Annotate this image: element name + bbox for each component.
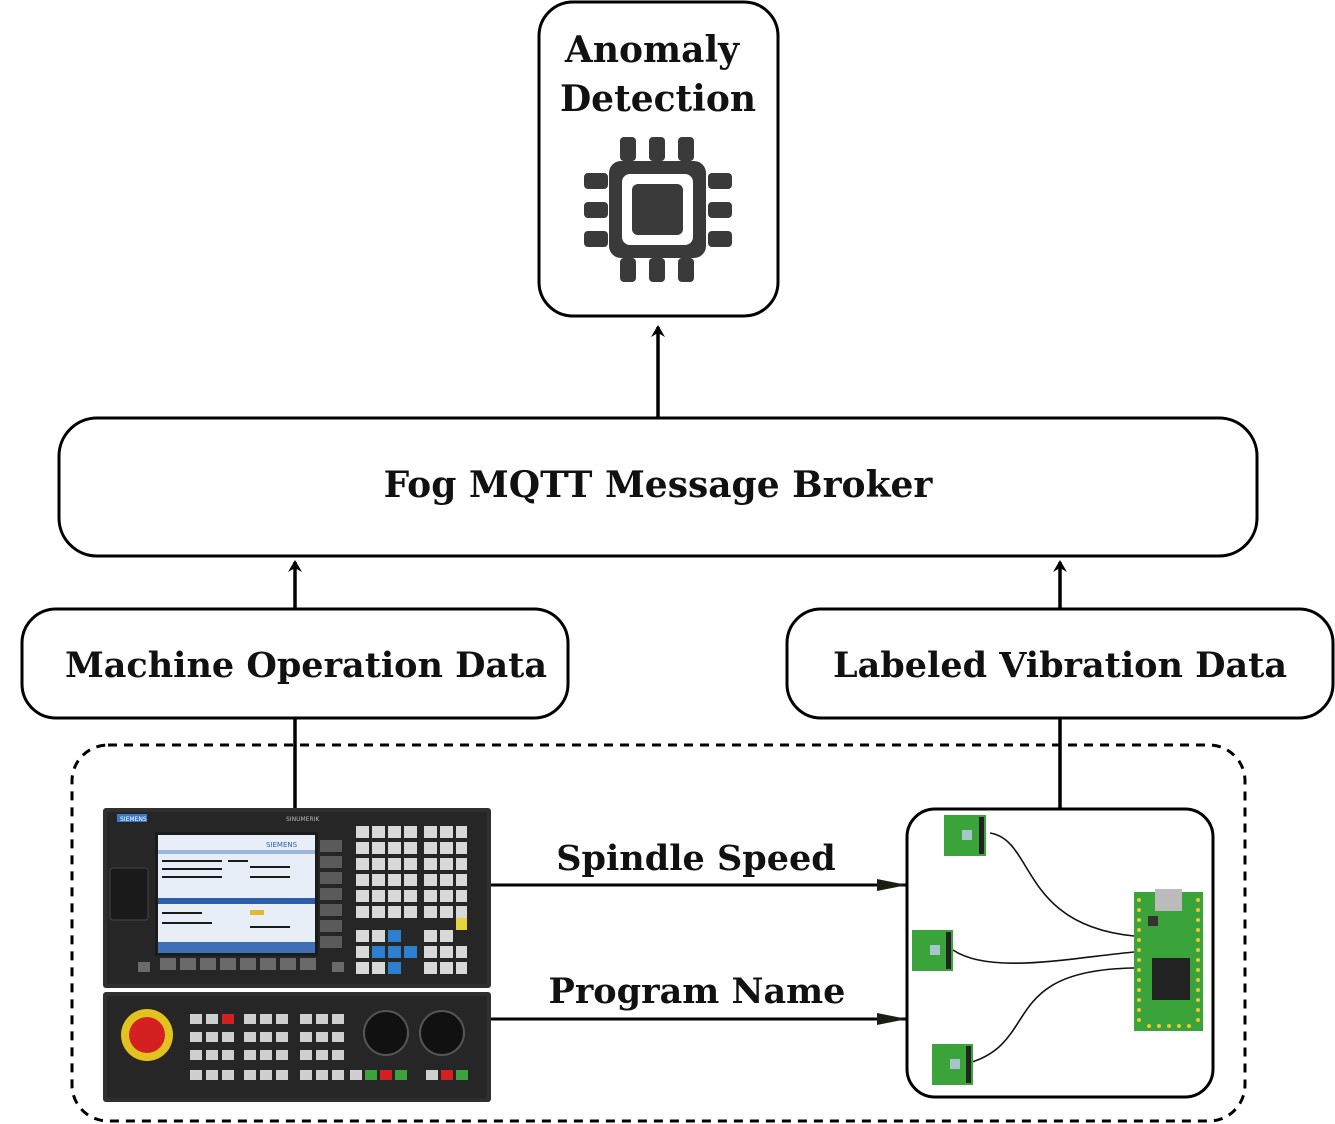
labeled-vibration-data-label: Labeled Vibration Data (833, 645, 1287, 686)
feed-override-knob-icon (363, 1010, 409, 1056)
cnc-controller-icon: SIEMENS SINUMERIK SIEMENS (103, 808, 491, 1102)
cnc-model-label: SINUMERIK (286, 816, 320, 823)
vibration-sensor-board-icon (905, 807, 1215, 1099)
machine-operation-data-label: Machine Operation Data (65, 645, 547, 686)
machine-operation-data-node: Machine Operation Data (20, 607, 570, 720)
spindle-speed-label: Spindle Speed (556, 838, 835, 879)
machine-boundary (70, 743, 1247, 1123)
anomaly-detection-node: Anomaly Detection (537, 0, 780, 318)
anomaly-detection-label-line2: Detection (560, 78, 756, 120)
cpu-chip-icon (584, 137, 732, 282)
cnc-screen-brand: SIEMENS (266, 841, 298, 849)
mqtt-broker-label: Fog MQTT Message Broker (384, 464, 934, 506)
mqtt-broker-node: Fog MQTT Message Broker (57, 416, 1259, 558)
spindle-override-knob-icon (419, 1010, 465, 1056)
anomaly-detection-label-line1: Anomaly (564, 29, 740, 71)
labeled-vibration-data-node: Labeled Vibration Data (785, 607, 1335, 720)
cnc-brand-label: SIEMENS (120, 816, 147, 823)
program-name-label: Program Name (549, 971, 846, 1012)
